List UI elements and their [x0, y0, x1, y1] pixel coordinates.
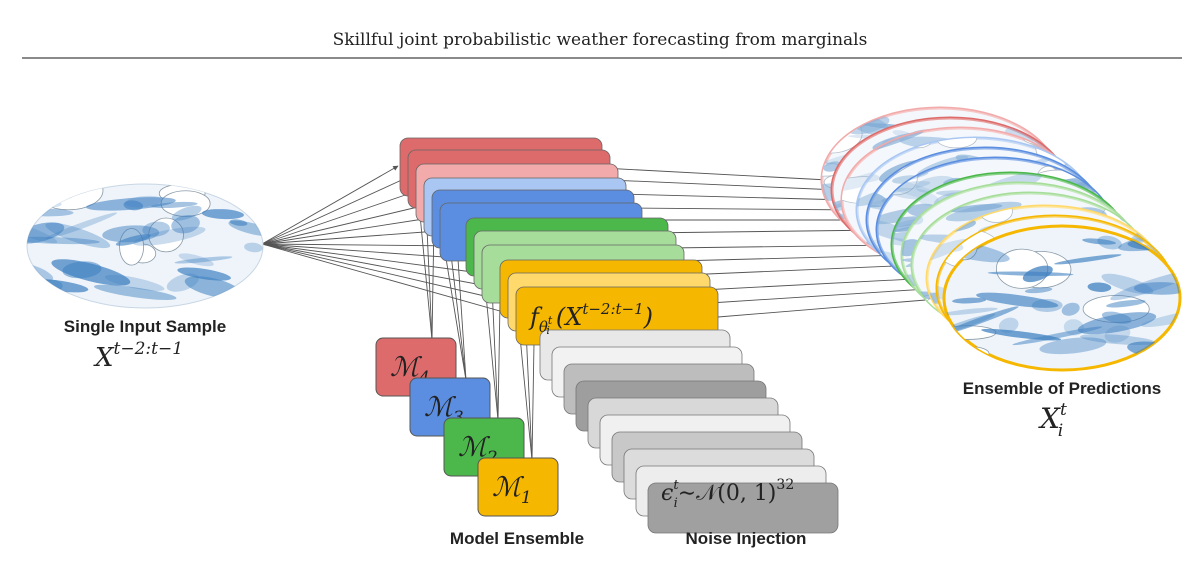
output-arrow [709, 285, 944, 304]
weather-band [1133, 282, 1180, 295]
input-arrow [261, 177, 407, 245]
noise-stack [539, 329, 839, 534]
weather-band [1101, 273, 1154, 295]
model-output-cards [399, 137, 719, 346]
model-arrow [491, 286, 499, 421]
weather-band [229, 219, 248, 226]
weather-band [1110, 270, 1180, 301]
noise-injection-label: Noise Injection [686, 529, 807, 548]
weather-band [62, 261, 102, 279]
input-map [26, 183, 264, 309]
output-arrow [683, 262, 919, 276]
weather-band [1082, 238, 1116, 245]
prediction-map [942, 224, 1182, 372]
output-arrow [601, 167, 829, 183]
input-arrow [261, 191, 415, 245]
weather-band [178, 253, 214, 267]
weather-band [1031, 298, 1063, 312]
model-index: 1 [521, 488, 532, 508]
weather-band [1063, 319, 1084, 336]
weather-band [177, 267, 231, 281]
weather-band [1087, 282, 1112, 292]
model-arrow [525, 328, 533, 461]
weather-band [949, 203, 1003, 213]
weather-band [201, 209, 244, 220]
model-arrow [531, 342, 535, 461]
weather-band [171, 205, 202, 221]
weather-band [1097, 235, 1122, 250]
weather-band [1039, 337, 1107, 355]
model-arrow [449, 245, 467, 381]
output-label: Ensemble of Predictions [963, 379, 1161, 398]
input-arrow [261, 228, 439, 245]
output-arrow [675, 252, 909, 262]
input-label: Single Input Sample [64, 317, 226, 336]
weather-band [1054, 254, 1122, 265]
running-title: Skillful joint probabilistic weather for… [332, 30, 868, 50]
weather-band [945, 201, 1022, 222]
weather-band [927, 238, 971, 266]
weather-band [976, 292, 1059, 308]
model-ensemble-label: Model Ensemble [450, 529, 584, 548]
weather-band [171, 215, 200, 234]
header-rule [22, 57, 1182, 59]
weather-band [1104, 325, 1131, 343]
weather-band [174, 256, 233, 264]
input-arrow [261, 216, 431, 245]
input-arrow [261, 243, 473, 262]
weather-band [944, 307, 998, 316]
weather-band [1080, 334, 1156, 346]
input-arrow [261, 165, 399, 245]
weather-band [1106, 299, 1146, 308]
weather-band [102, 225, 160, 243]
weather-band [86, 197, 176, 211]
weather-band [944, 306, 1019, 337]
model-ensemble: ℳ4ℳ3ℳ2ℳ1 [375, 337, 559, 517]
input-arrow [261, 243, 499, 290]
weather-band [1081, 169, 1102, 177]
output-arrow [617, 193, 849, 203]
output-arrow [717, 295, 951, 318]
weather-band [1024, 287, 1053, 294]
weather-band [133, 226, 206, 246]
weather-band [998, 317, 1019, 333]
weather-band [45, 212, 118, 240]
weather-band [1012, 326, 1103, 346]
input-arrow [261, 243, 515, 317]
input-arrow [261, 243, 507, 303]
weather-band [918, 193, 939, 206]
weather-band [142, 221, 170, 237]
output-arrow [701, 275, 934, 291]
output-arrow [609, 179, 839, 193]
model-box-1: ℳ1 [477, 457, 559, 517]
weather-band [1061, 302, 1080, 316]
weather-band [115, 234, 151, 246]
weather-band [27, 222, 65, 244]
output-arrow [625, 207, 864, 213]
output-arrow [667, 242, 899, 249]
model-arrow [457, 258, 467, 381]
weather-band [93, 284, 177, 300]
prediction-stack [820, 106, 1182, 372]
weather-band [244, 242, 263, 253]
weather-band [822, 152, 858, 175]
input-arrow [261, 243, 481, 276]
input-arrow [261, 243, 465, 249]
weather-band [987, 271, 1074, 276]
weather-band [952, 297, 987, 304]
input-arrow [261, 204, 423, 245]
model-arrow [497, 300, 501, 421]
output-arrow [641, 227, 884, 234]
noise-card [647, 482, 839, 534]
input-math: Xt−2:t−1 [93, 339, 183, 373]
weather-band [104, 274, 165, 291]
